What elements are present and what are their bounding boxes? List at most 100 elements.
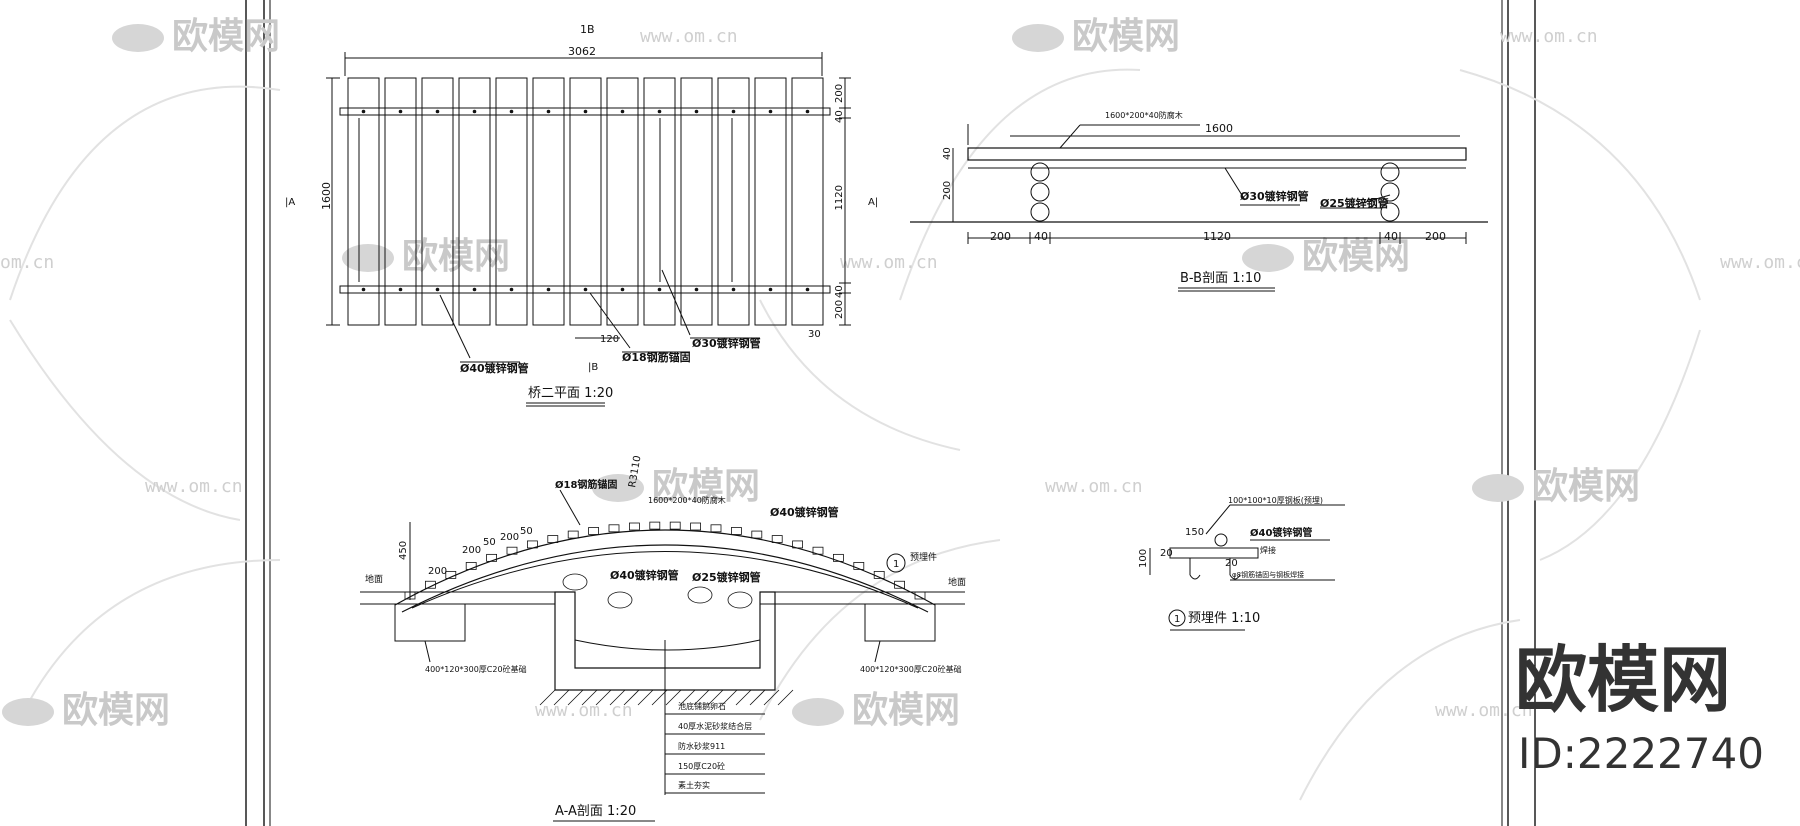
arch-plank <box>567 530 579 539</box>
leader <box>589 292 631 349</box>
deck-plank <box>606 77 639 326</box>
label-rebar-18: Ø18钢筋锚固 <box>622 350 691 364</box>
arch-plank <box>792 540 803 549</box>
arch-inner <box>401 544 929 613</box>
pipe-rail-top <box>339 107 831 116</box>
bolt <box>657 287 662 292</box>
hatch <box>735 689 752 706</box>
deck-plank <box>569 77 602 326</box>
watermark-url: www.om.cn <box>1500 26 1598 47</box>
leader <box>1354 194 1391 206</box>
watermark-url: www.om.cn <box>840 252 938 273</box>
pebble <box>607 591 633 609</box>
watermark-url: www.om.cn <box>145 476 243 497</box>
label-pipe-40: Ø40镀锌钢管 <box>610 568 679 582</box>
section-bb-title: B-B剖面 1:10 <box>1180 271 1261 286</box>
bolt <box>435 287 440 292</box>
hatch <box>707 689 724 706</box>
bolt <box>398 287 403 292</box>
arch-plank <box>527 540 538 549</box>
deck-plank <box>680 77 713 326</box>
label-pipe-30: Ø30镀锌钢管 <box>1240 189 1309 203</box>
bolt <box>472 287 477 292</box>
arch-plank <box>751 530 763 539</box>
hatch <box>637 689 654 706</box>
layer-label: 150厚C20砼 <box>678 761 725 771</box>
watermark-url: www.om.cn <box>1045 476 1143 497</box>
watermark-brand: 欧模网 <box>1532 466 1640 507</box>
bolt <box>805 109 810 114</box>
section-mark: |A <box>285 197 295 208</box>
hatch <box>623 689 640 706</box>
dim-arc: 50 <box>483 537 496 548</box>
bolt <box>472 109 477 114</box>
label-pipe-30: Ø30镀锌钢管 <box>692 336 761 350</box>
section-mark: |B <box>588 362 598 373</box>
label-board: 1600*200*40防腐木 <box>1105 110 1183 120</box>
label-embed: 预埋件 <box>910 551 937 563</box>
detail-ref-circle <box>1168 609 1186 627</box>
sheet-frame <box>245 0 1536 826</box>
hatch <box>665 689 682 706</box>
label-pipe-40: Ø40镀锌钢管 <box>770 505 839 519</box>
dim-left: 200 <box>942 181 953 200</box>
embed-title: 预埋件 1:10 <box>1188 611 1260 626</box>
dim-arc: 50 <box>520 526 533 537</box>
arch-plank <box>833 553 844 562</box>
footing-left <box>394 603 466 642</box>
arch-plank <box>873 570 885 579</box>
arch-plank <box>506 546 518 555</box>
dim-total-depth: 1600 <box>320 182 333 210</box>
detail-ref-circle <box>886 553 906 573</box>
bolt <box>509 109 514 114</box>
pebble <box>562 573 588 591</box>
watermark-logo-icon <box>1242 244 1294 272</box>
bolt <box>768 109 773 114</box>
watermark-brand: 欧模网 <box>402 236 510 277</box>
bolt <box>620 287 625 292</box>
watermark-brand: 欧模网 <box>172 16 280 57</box>
watermark-brand: 欧模网 <box>652 466 760 507</box>
label-pipe-25: Ø25镀锌钢管 <box>692 570 761 584</box>
dim-bottom: 200 <box>1425 230 1446 243</box>
bolt <box>805 287 810 292</box>
label-board: 1600*200*40防腐木 <box>648 495 726 505</box>
dim-bottom: 200 <box>990 230 1011 243</box>
dim-arc: 200 <box>462 545 481 556</box>
label-footing-left: 400*120*300厚C20砼基础 <box>425 664 527 674</box>
section-mark: 1B <box>580 23 595 36</box>
hatch <box>553 689 570 706</box>
bolt <box>546 109 551 114</box>
dim-right: 40 <box>834 110 845 123</box>
leader <box>439 294 471 359</box>
detail-ref-number: 1 <box>893 559 899 570</box>
arch-plank <box>649 521 661 530</box>
leader <box>661 269 691 336</box>
arch-pipe <box>411 551 919 609</box>
watermark-logo-icon <box>1012 24 1064 52</box>
arch-plank <box>853 562 865 570</box>
watermark-url: www.om.cn <box>640 26 738 47</box>
brand-name: 欧模网 <box>1515 638 1731 722</box>
label-pipe-40: Ø40镀锌钢管 <box>1250 526 1312 539</box>
hatch <box>749 689 766 706</box>
bolt <box>509 287 514 292</box>
label-pipe-40: Ø40镀锌钢管 <box>460 361 529 375</box>
hatch <box>609 689 626 706</box>
hatch <box>763 689 780 706</box>
hatch <box>581 689 598 706</box>
arch-plank <box>608 524 620 533</box>
hatch <box>693 689 710 706</box>
arch-outer <box>394 529 936 606</box>
dim-arc: 200 <box>428 566 447 577</box>
label-footing-right: 400*120*300厚C20砼基础 <box>860 664 962 674</box>
deck-plank <box>643 77 676 326</box>
watermark-logo-icon <box>2 698 54 726</box>
dim-bottom: 1120 <box>1203 230 1231 243</box>
pipe-section <box>1030 162 1050 182</box>
dim-bottom: 30 <box>808 329 821 340</box>
watermark-url: www.om.cn <box>535 700 633 721</box>
bolt <box>694 109 699 114</box>
arch-plank <box>465 562 477 570</box>
